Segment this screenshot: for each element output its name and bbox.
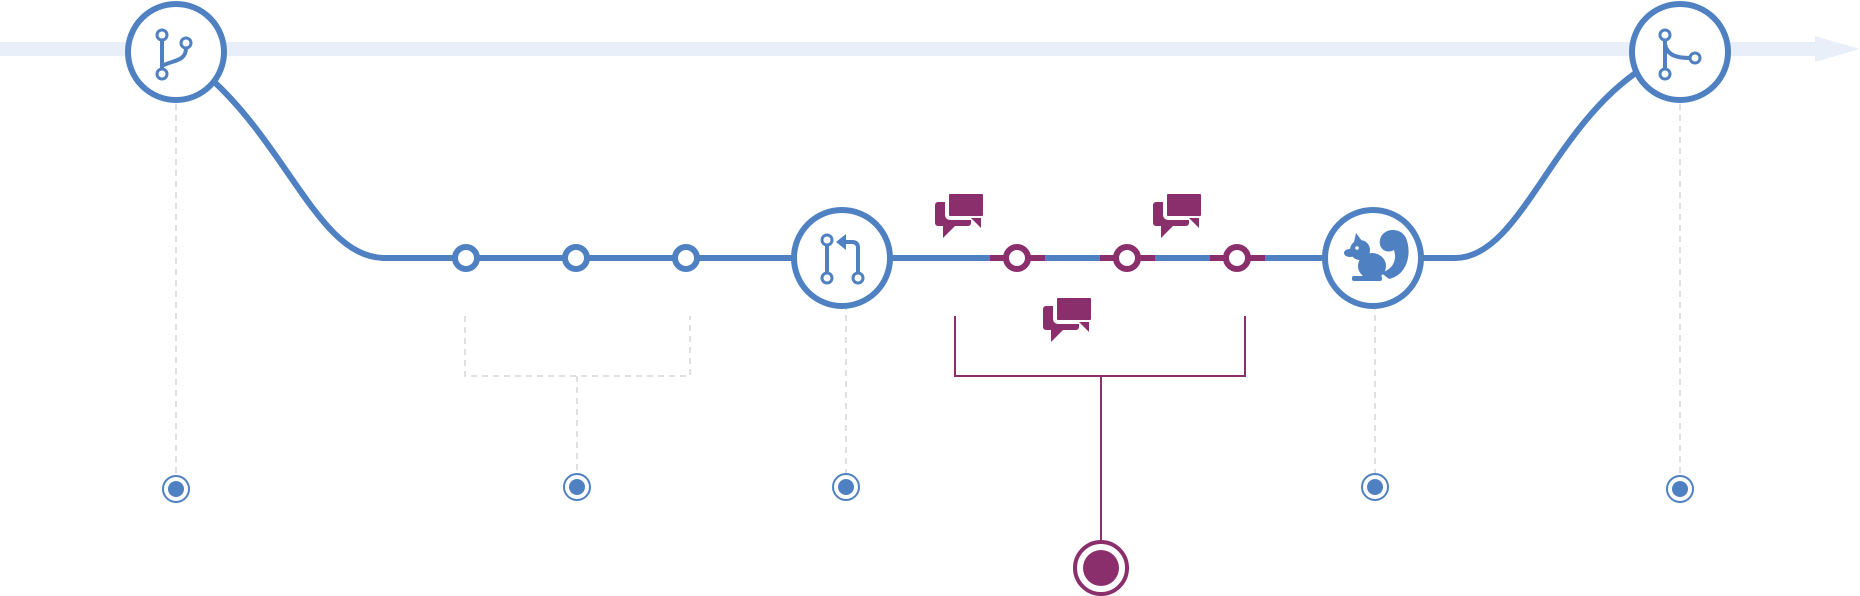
review-commit-node[interactable] bbox=[1003, 244, 1031, 272]
comment-group[interactable] bbox=[935, 190, 1205, 342]
deploy-node[interactable] bbox=[1322, 207, 1424, 309]
squirrel-icon bbox=[1344, 229, 1409, 281]
merge-node[interactable] bbox=[1629, 1, 1731, 103]
step-marker-create-branch[interactable] bbox=[162, 475, 190, 503]
commit-node[interactable] bbox=[452, 244, 480, 272]
step-marker-pull-request[interactable] bbox=[832, 473, 860, 501]
feature-branch-line bbox=[207, 67, 1643, 261]
main-branch-track bbox=[0, 36, 1860, 62]
step-marker-add-commits[interactable] bbox=[563, 473, 591, 501]
commit-group[interactable] bbox=[452, 244, 700, 272]
comment-icon[interactable] bbox=[1043, 294, 1095, 342]
review-commit-node[interactable] bbox=[1223, 244, 1251, 272]
step-marker-merge[interactable] bbox=[1666, 475, 1694, 503]
branch-icon bbox=[155, 28, 193, 81]
commit-node[interactable] bbox=[562, 244, 590, 272]
commit-group-bracket bbox=[464, 316, 691, 478]
create-branch-node[interactable] bbox=[125, 1, 227, 103]
review-bracket bbox=[954, 316, 1246, 545]
step-marker-deploy[interactable] bbox=[1361, 473, 1389, 501]
commit-node[interactable] bbox=[672, 244, 700, 272]
pull-request-icon bbox=[820, 233, 865, 285]
review-commit-node[interactable] bbox=[1113, 244, 1141, 272]
comment-icon[interactable] bbox=[1153, 190, 1205, 238]
review-commit-group[interactable] bbox=[1003, 244, 1251, 272]
pull-request-node[interactable] bbox=[791, 207, 893, 309]
step-marker-discuss-review[interactable] bbox=[1073, 540, 1129, 596]
merge-icon bbox=[1658, 28, 1702, 81]
comment-icon[interactable] bbox=[935, 190, 987, 238]
step-markers[interactable] bbox=[162, 473, 1694, 596]
guide-lines bbox=[175, 104, 1681, 478]
